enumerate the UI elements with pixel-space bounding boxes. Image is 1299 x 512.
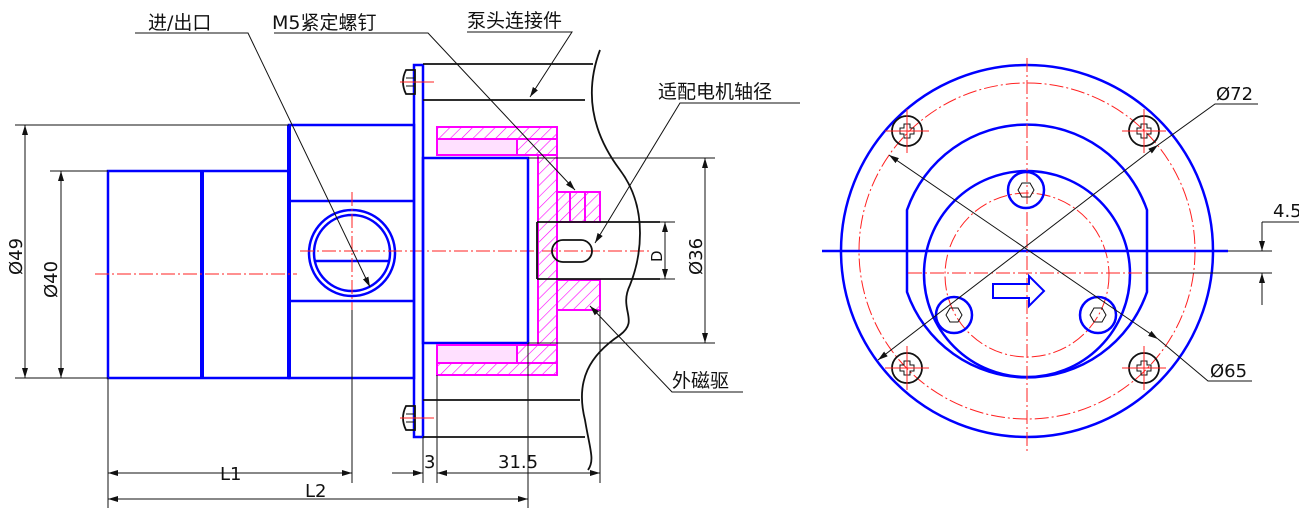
dim-d49: Ø49 [6, 238, 27, 275]
label-pump-head-connector: 泵头连接件 [467, 10, 562, 32]
label-inlet-outlet: 进/出口 [148, 12, 211, 34]
label-set-screw: M5紧定螺钉 [272, 12, 376, 34]
dim-31-5: 31.5 [498, 452, 538, 473]
dim-d36: Ø36 [686, 238, 707, 275]
dim-l1: L1 [220, 464, 241, 485]
screw-icon [400, 69, 434, 95]
dim-offset: 4.5 [1273, 201, 1299, 222]
inner-magnet-body [421, 156, 530, 345]
label-motor-shaft: 适配电机轴径 [658, 81, 772, 103]
dim-l2: L2 [305, 481, 326, 502]
dim-3: 3 [424, 452, 435, 473]
hex-bolt-icons [934, 170, 1118, 335]
key-slot [551, 239, 593, 263]
side-view: Ø49 Ø40 L1 L2 3 31.5 D Ø36 进/出口 M5紧定螺钉 泵… [6, 10, 800, 508]
dim-d72: Ø72 [1216, 84, 1253, 105]
outer-magnet-section [436, 126, 601, 376]
dim-d40: Ø40 [41, 261, 62, 298]
rotation-arrow-icon [992, 273, 1046, 309]
dim-shaft-d: D [648, 250, 666, 262]
dim-d65: Ø65 [1210, 361, 1247, 382]
label-outer-magnet: 外磁驱 [672, 370, 729, 392]
screw-icon [400, 405, 434, 431]
front-view: Ø72 Ø65 4.5 [822, 58, 1299, 452]
break-line [581, 49, 641, 471]
